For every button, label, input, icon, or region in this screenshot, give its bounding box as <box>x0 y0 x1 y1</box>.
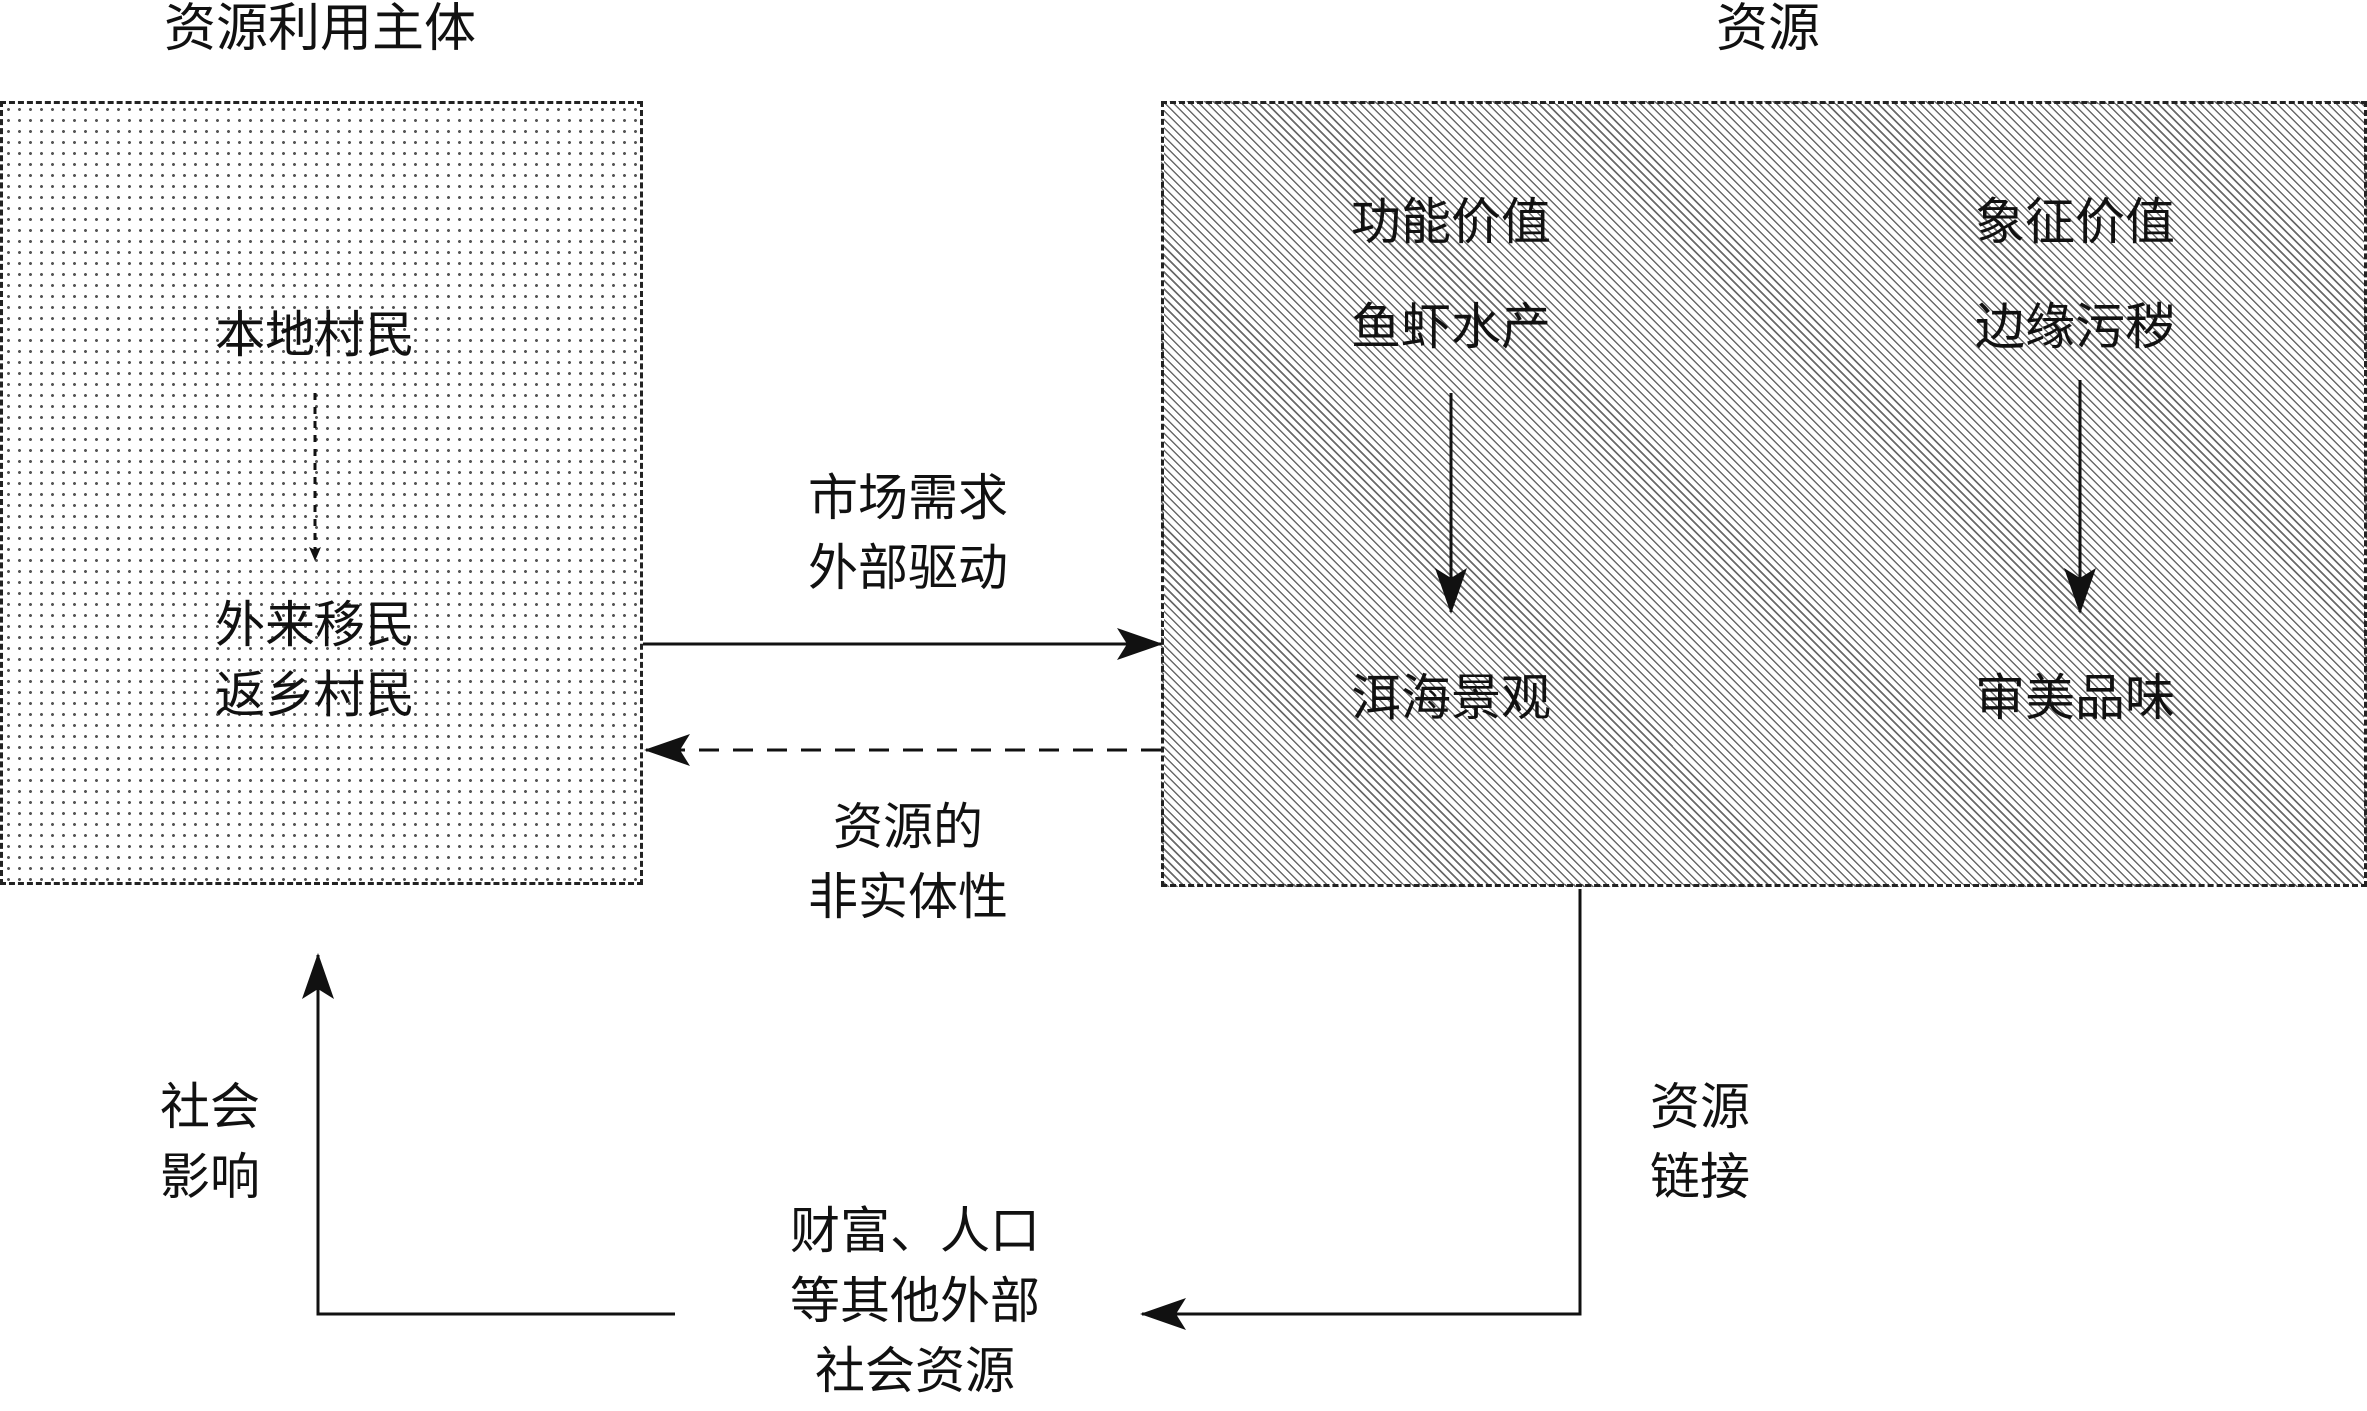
resource-user-box <box>0 101 643 885</box>
fish-shrimp-label: 鱼虾水产 <box>1351 298 1551 356</box>
aesthetic-taste-label: 审美品味 <box>1975 669 2175 727</box>
functional-value-label: 功能价值 <box>1351 193 1551 251</box>
local-villagers-label: 本地村民 <box>215 306 415 364</box>
resource-box <box>1161 101 2367 887</box>
erhai-landscape-label: 洱海景观 <box>1351 669 1551 727</box>
symbolic-value-label: 象征价值 <box>1975 193 2175 251</box>
social-impact-line <box>302 953 675 1316</box>
resource-link-line <box>1140 889 1582 1330</box>
marginal-filth-label: 边缘污秽 <box>1975 298 2175 356</box>
social-impact-label: 社会 影响 <box>160 1078 260 1206</box>
non-substantive-label: 资源的 非实体性 <box>808 798 1008 926</box>
migrants-label: 外来移民 返乡村民 <box>215 596 415 724</box>
resource-heading: 资源 <box>1715 0 1820 59</box>
social-resources-label: 财富、人口 等其他外部 社会资源 <box>790 1202 1040 1400</box>
market-demand-label: 市场需求 外部驱动 <box>808 469 1008 597</box>
resource-link-label: 资源 链接 <box>1650 1078 1750 1206</box>
resource-user-heading: 资源利用主体 <box>163 0 476 59</box>
